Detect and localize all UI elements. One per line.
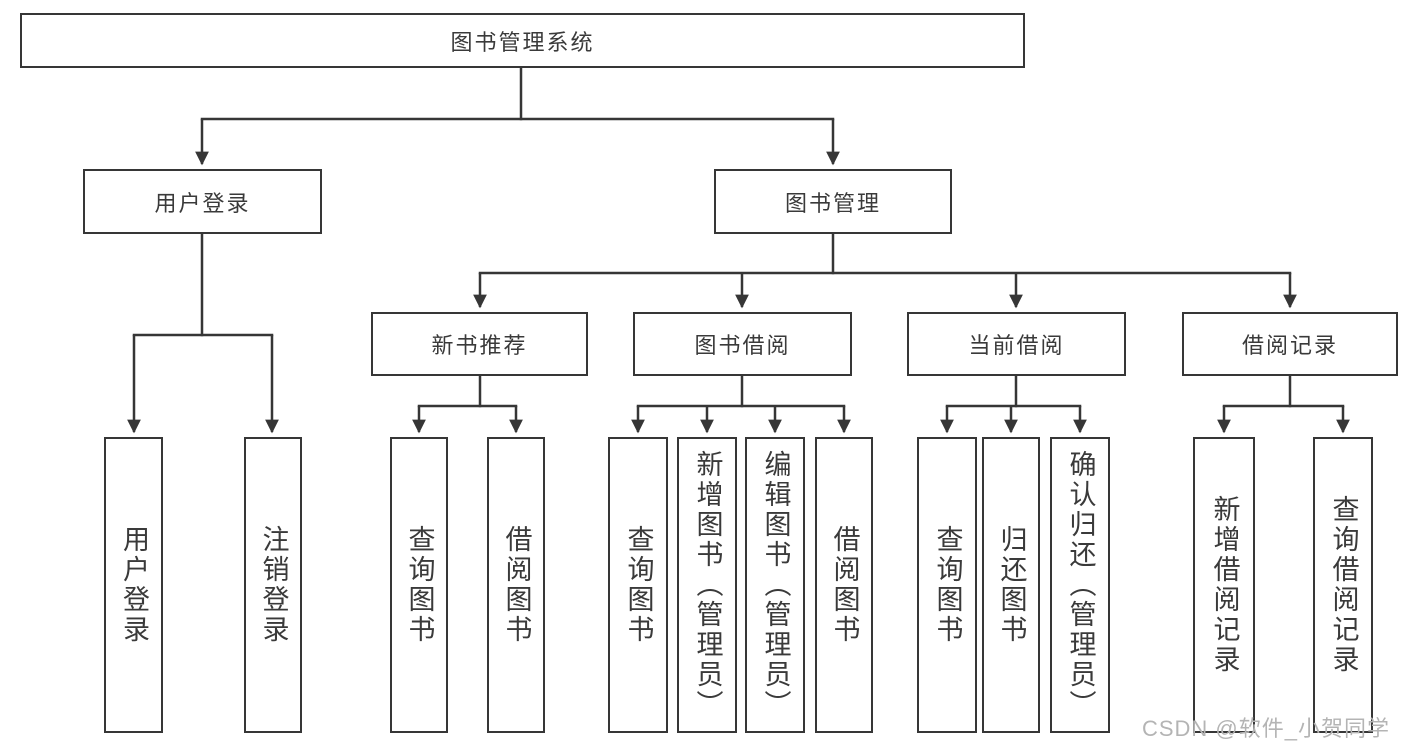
leaf-record-add-record: 新增借阅记录 (1193, 437, 1255, 733)
watermark-text: CSDN @软件_小贺同学 (1141, 716, 1390, 741)
leaf-record-query-record-label: 查询借阅记录 (1328, 495, 1359, 675)
node-borrow-record-label: 借阅记录 (1241, 333, 1338, 358)
node-borrow-record: 借阅记录 (1182, 312, 1398, 376)
node-new-book-recommend: 新书推荐 (371, 312, 588, 376)
node-book-management: 图书管理 (714, 169, 952, 234)
leaf-borrow-borrow-book: 借阅图书 (815, 437, 873, 733)
leaf-user-login: 用户登录 (104, 437, 163, 733)
leaf-borrow-query-book: 查询图书 (608, 437, 668, 733)
leaf-borrow-edit-book-admin: 编辑图书（管理员） (745, 437, 805, 733)
node-user-login-label: 用户登录 (154, 190, 251, 216)
leaf-borrow-edit-book-admin-label: 编辑图书（管理员） (760, 450, 791, 720)
leaf-borrow-add-book-admin-label: 新增图书（管理员） (692, 450, 723, 720)
node-user-login: 用户登录 (83, 169, 322, 234)
leaf-current-confirm-return-admin-label: 确认归还（管理员） (1065, 450, 1096, 720)
leaf-borrow-add-book-admin: 新增图书（管理员） (677, 437, 737, 733)
leaf-current-query-book: 查询图书 (917, 437, 977, 733)
leaf-user-login-label: 用户登录 (119, 525, 149, 645)
leaf-borrow-borrow-book-label: 借阅图书 (829, 525, 860, 645)
leaf-logout-login-label: 注销登录 (258, 525, 289, 645)
node-book-management-label: 图书管理 (784, 190, 881, 216)
leaf-recommend-query-book-label: 查询图书 (404, 525, 435, 645)
leaf-current-confirm-return-admin: 确认归还（管理员） (1050, 437, 1110, 733)
leaf-borrow-query-book-label: 查询图书 (623, 525, 654, 645)
node-library-system-label: 图书管理系统 (450, 29, 595, 55)
leaf-recommend-query-book: 查询图书 (390, 437, 448, 733)
node-current-borrow: 当前借阅 (907, 312, 1126, 376)
leaf-current-return-book: 归还图书 (982, 437, 1040, 733)
leaf-recommend-borrow-book-label: 借阅图书 (501, 525, 532, 645)
leaf-current-return-book-label: 归还图书 (996, 525, 1027, 645)
leaf-logout-login: 注销登录 (244, 437, 302, 733)
node-library-system: 图书管理系统 (20, 13, 1025, 68)
leaf-current-query-book-label: 查询图书 (932, 525, 963, 645)
leaf-record-add-record-label: 新增借阅记录 (1209, 495, 1240, 675)
leaf-recommend-borrow-book: 借阅图书 (487, 437, 545, 733)
node-book-borrow: 图书借阅 (633, 312, 852, 376)
node-new-book-recommend-label: 新书推荐 (431, 333, 528, 358)
node-book-borrow-label: 图书借阅 (694, 333, 791, 358)
leaf-record-query-record: 查询借阅记录 (1313, 437, 1373, 733)
node-current-borrow-label: 当前借阅 (968, 333, 1065, 358)
